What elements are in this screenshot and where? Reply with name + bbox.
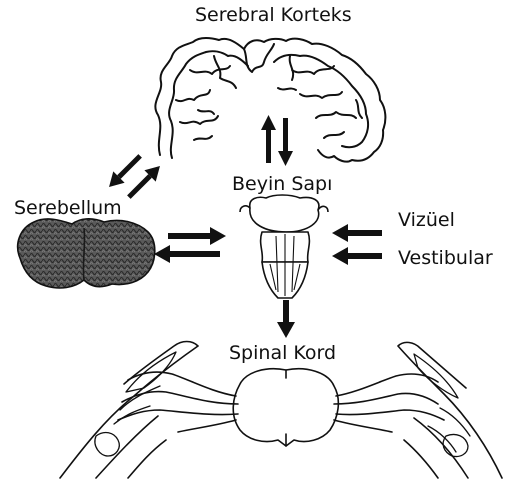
arrow-brainstem-to-spinal-cord [277, 300, 295, 338]
arrow-cerebellum-to-brainstem [168, 227, 226, 245]
visual-input-label: Vizüel [398, 211, 455, 230]
right-bone-joint [443, 434, 468, 456]
cortex-gyri-left [176, 56, 236, 140]
brainstem-label: Beyin Sapı [232, 175, 332, 194]
cerebellum-shape [18, 219, 155, 288]
spinal-nerves-right [334, 374, 444, 432]
cerebral-cortex-label: Serebral Korteks [195, 6, 352, 25]
brainstem-illustration [240, 195, 328, 298]
left-limb-outline [60, 342, 198, 479]
spinal-cord-label: Spinal Kord [229, 344, 336, 363]
brainstem-left-peduncle [240, 206, 250, 212]
cortex-medial-fissure [244, 44, 274, 72]
brainstem-midbrain [250, 195, 319, 232]
left-muscle-group [114, 352, 176, 424]
left-bone-joint [95, 433, 119, 456]
arrow-vestibular-input [332, 247, 382, 265]
vestibular-input-label: Vestibular [398, 249, 493, 268]
arrow-visual-input [332, 224, 382, 242]
cerebellum-label: Serebellum [14, 199, 122, 218]
cerebellum-illustration [18, 219, 155, 288]
arrow-brainstem-to-cerebellum [154, 245, 220, 263]
arrow-brainstem-to-cortex [261, 115, 276, 163]
brainstem-right-peduncle [318, 206, 328, 212]
cortex-gyri-right [278, 56, 362, 138]
arrow-cortex-to-brainstem [278, 118, 293, 166]
arrows [103, 115, 382, 338]
